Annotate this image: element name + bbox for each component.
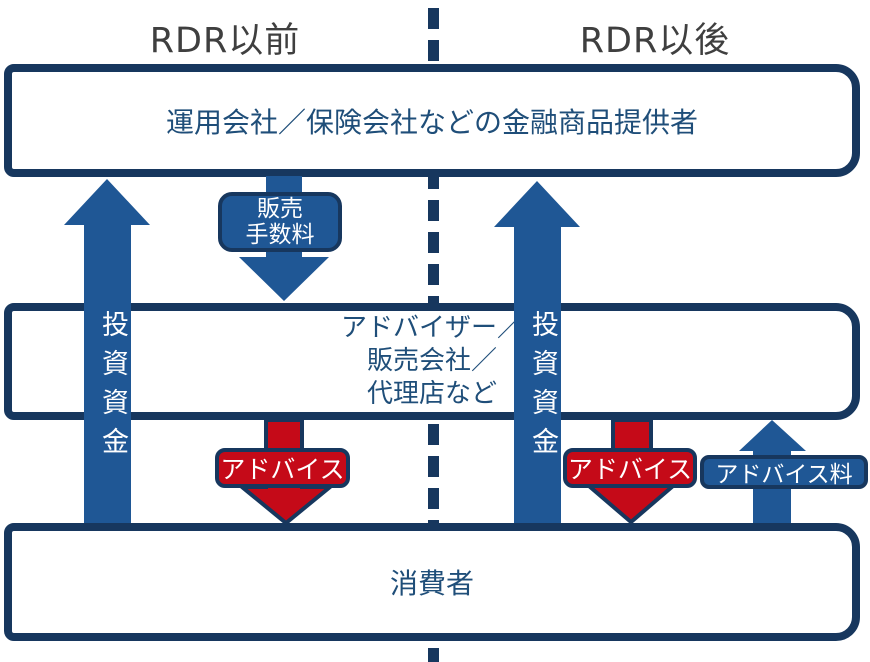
label-sales-fee-line1: 販売 <box>257 196 303 222</box>
box-consumers-label: 消費者 <box>389 567 474 600</box>
box-advisers-distributors: アドバイザー／ 販売会社／ 代理店など <box>4 303 860 420</box>
arrow-investment-up-left-icon <box>64 179 150 523</box>
box-intermediaries-line1: アドバイザー／ <box>340 313 523 343</box>
label-sales-fee-line2: 手数料 <box>245 222 315 248</box>
box-intermediaries-line2: 販売会社／ <box>366 346 497 376</box>
box-providers-label: 運用会社／保険会社などの金融商品提供者 <box>165 105 698 139</box>
box-consumers: 消費者 <box>4 523 860 641</box>
arrow-investment-up-right-icon <box>494 181 580 523</box>
heading-rdr-after: RDR以後 <box>579 21 731 61</box>
label-advice-right: アドバイス <box>563 448 697 488</box>
label-investment-funds-left: 投資資金 <box>97 310 128 466</box>
label-advice-fee: アドバイス料 <box>700 455 868 489</box>
box-intermediaries-line3: 代理店など <box>366 379 497 409</box>
label-investment-funds-right: 投資資金 <box>527 310 558 466</box>
box-financial-product-providers: 運用会社／保険会社などの金融商品提供者 <box>4 64 860 177</box>
label-advice-left: アドバイス <box>215 448 350 488</box>
heading-rdr-before: RDR以前 <box>149 21 301 61</box>
label-sales-fee: 販売 手数料 <box>218 192 342 252</box>
